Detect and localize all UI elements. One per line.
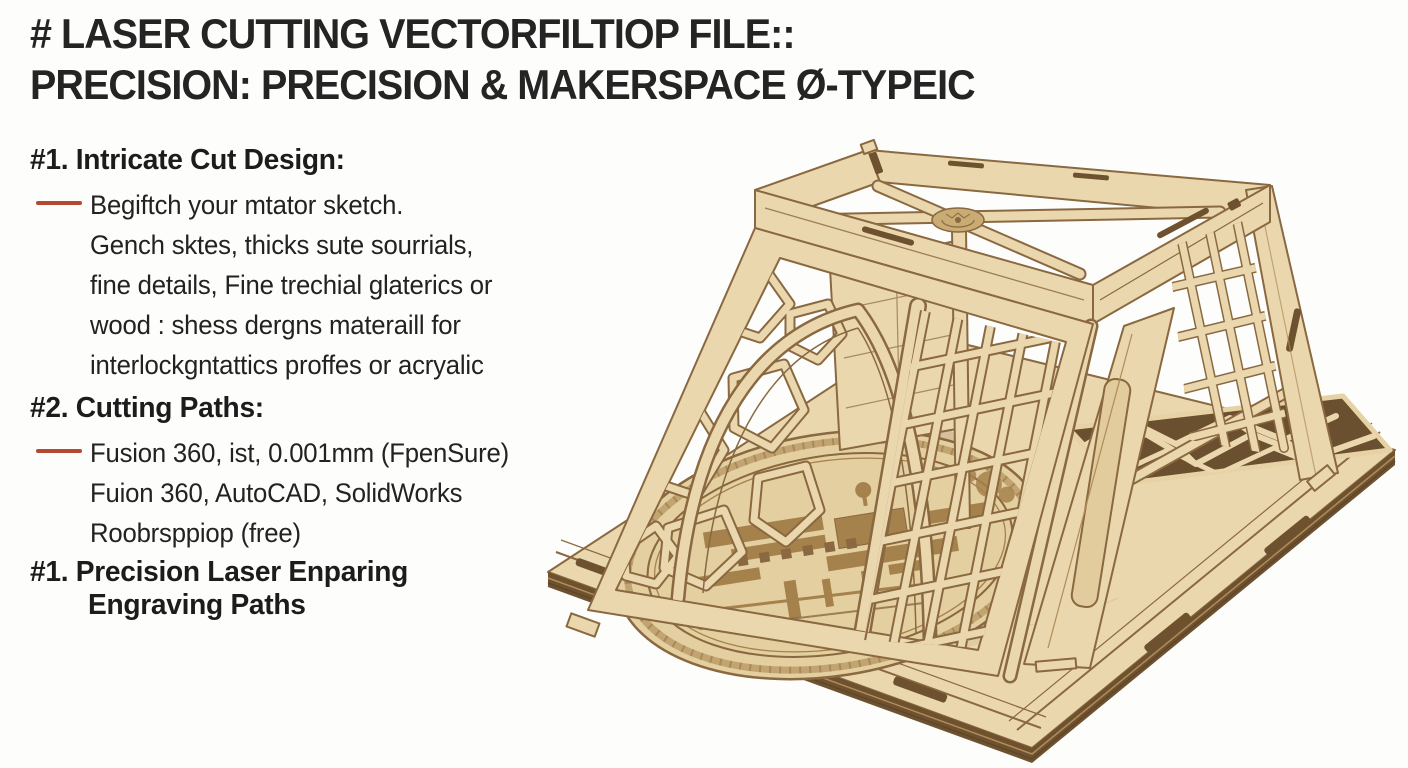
section-2-body: Fusion 360, ist, 0.001mm (FpenSure) Fuio… xyxy=(90,433,509,553)
section-precision-laser-engraving: #1. Precision Laser Enparing Engraving P… xyxy=(30,556,630,622)
face-post xyxy=(851,297,927,650)
front-left-face xyxy=(565,227,1094,677)
right-leg xyxy=(1245,185,1339,492)
top-cross-braces xyxy=(791,179,1227,281)
front-right-leg xyxy=(1023,307,1175,673)
engraved-gear xyxy=(931,207,985,233)
section-intricate-cut-design: #1. Intricate Cut Design: Begiftch your … xyxy=(30,144,630,385)
section-3-heading-line-1: #1. Precision Laser Enparing xyxy=(30,556,409,588)
body-line: Fusion 360, ist, 0.001mm (FpenSure) xyxy=(90,438,509,468)
title-line-1: # LASER CUTTING VECTORFILTIOP FILE:: xyxy=(30,10,795,57)
body-line: Gench sktes, thicks sute sourrials, xyxy=(90,230,474,260)
top-corner-tab xyxy=(859,138,879,156)
section-3-heading-line-2: Engraving Paths xyxy=(88,589,306,621)
laser-cut-model-render xyxy=(547,138,1396,763)
section-2-heading: #2. Cutting Paths: xyxy=(30,392,264,424)
section-1-body: Begiftch your mtator sketch. Gench sktes… xyxy=(90,185,492,385)
section-1-heading: #1. Intricate Cut Design: xyxy=(30,144,345,176)
body-line: fine details, Fine trechial glaterics or xyxy=(90,270,493,300)
section-cutting-paths: #2. Cutting Paths: Fusion 360, ist, 0.00… xyxy=(30,392,630,553)
page-title: # LASER CUTTING VECTORFILTIOP FILE:: PRE… xyxy=(30,8,976,110)
diamond-lattice-right xyxy=(1168,220,1294,458)
body-line: interlockgntattics proffes or acryalic xyxy=(90,350,484,380)
bullet-dash xyxy=(36,449,82,453)
title-line-2: PRECISION: PRECISION & MAKERSPACE Ø-TYPE… xyxy=(30,61,976,108)
body-line: wood : shess dergns materaill for xyxy=(90,310,461,340)
bullet-dash xyxy=(36,201,82,205)
body-line: Fuion 360, AutoCAD, SolidWorks xyxy=(90,478,463,508)
body-line: Begiftch your mtator sketch. xyxy=(90,190,404,220)
body-line: Roobrsppiop (free) xyxy=(90,518,301,548)
